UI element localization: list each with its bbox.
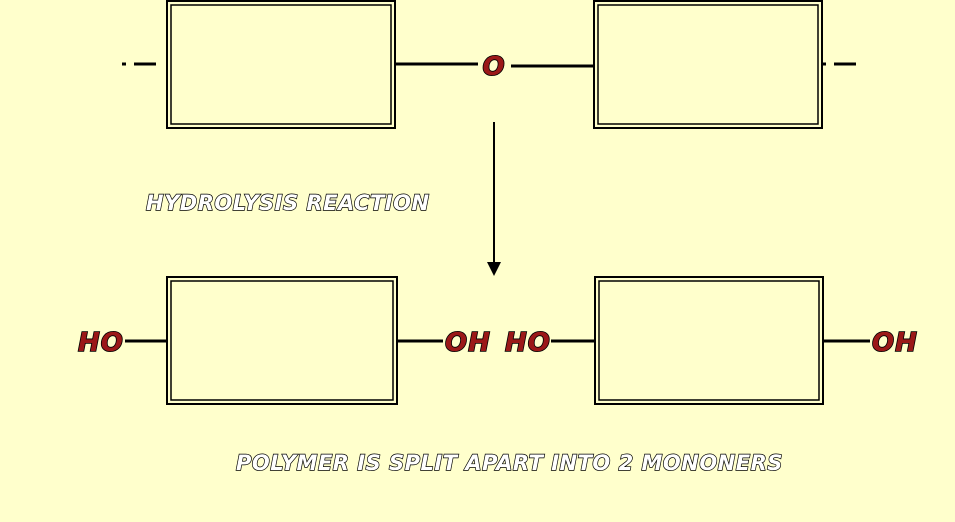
monomer-box-2 [594, 276, 824, 405]
reaction-caption: HYDROLYSIS REACTION [146, 191, 430, 215]
arrow-head-icon [487, 262, 501, 276]
result-caption: POLYMER IS SPLIT APART INTO 2 MONONERS [236, 451, 783, 475]
monomer-2: HO OH [504, 276, 918, 405]
monomer-1-hydroxyl-left: HO [78, 328, 124, 358]
monomer-1: HO OH [77, 276, 491, 405]
monomer-1-hydroxyl-right: OH [445, 328, 491, 358]
polymer-chain: O [122, 0, 868, 129]
monomer-box-1 [166, 276, 398, 405]
oxygen-link-label: O [482, 52, 505, 82]
reaction-arrow [487, 122, 501, 276]
monomer-2-hydroxyl-left: HO [505, 328, 551, 358]
polymer-monomer-box-right [593, 0, 823, 129]
polymer-monomer-box-left [166, 0, 396, 129]
monomer-2-hydroxyl-right: OH [872, 328, 918, 358]
